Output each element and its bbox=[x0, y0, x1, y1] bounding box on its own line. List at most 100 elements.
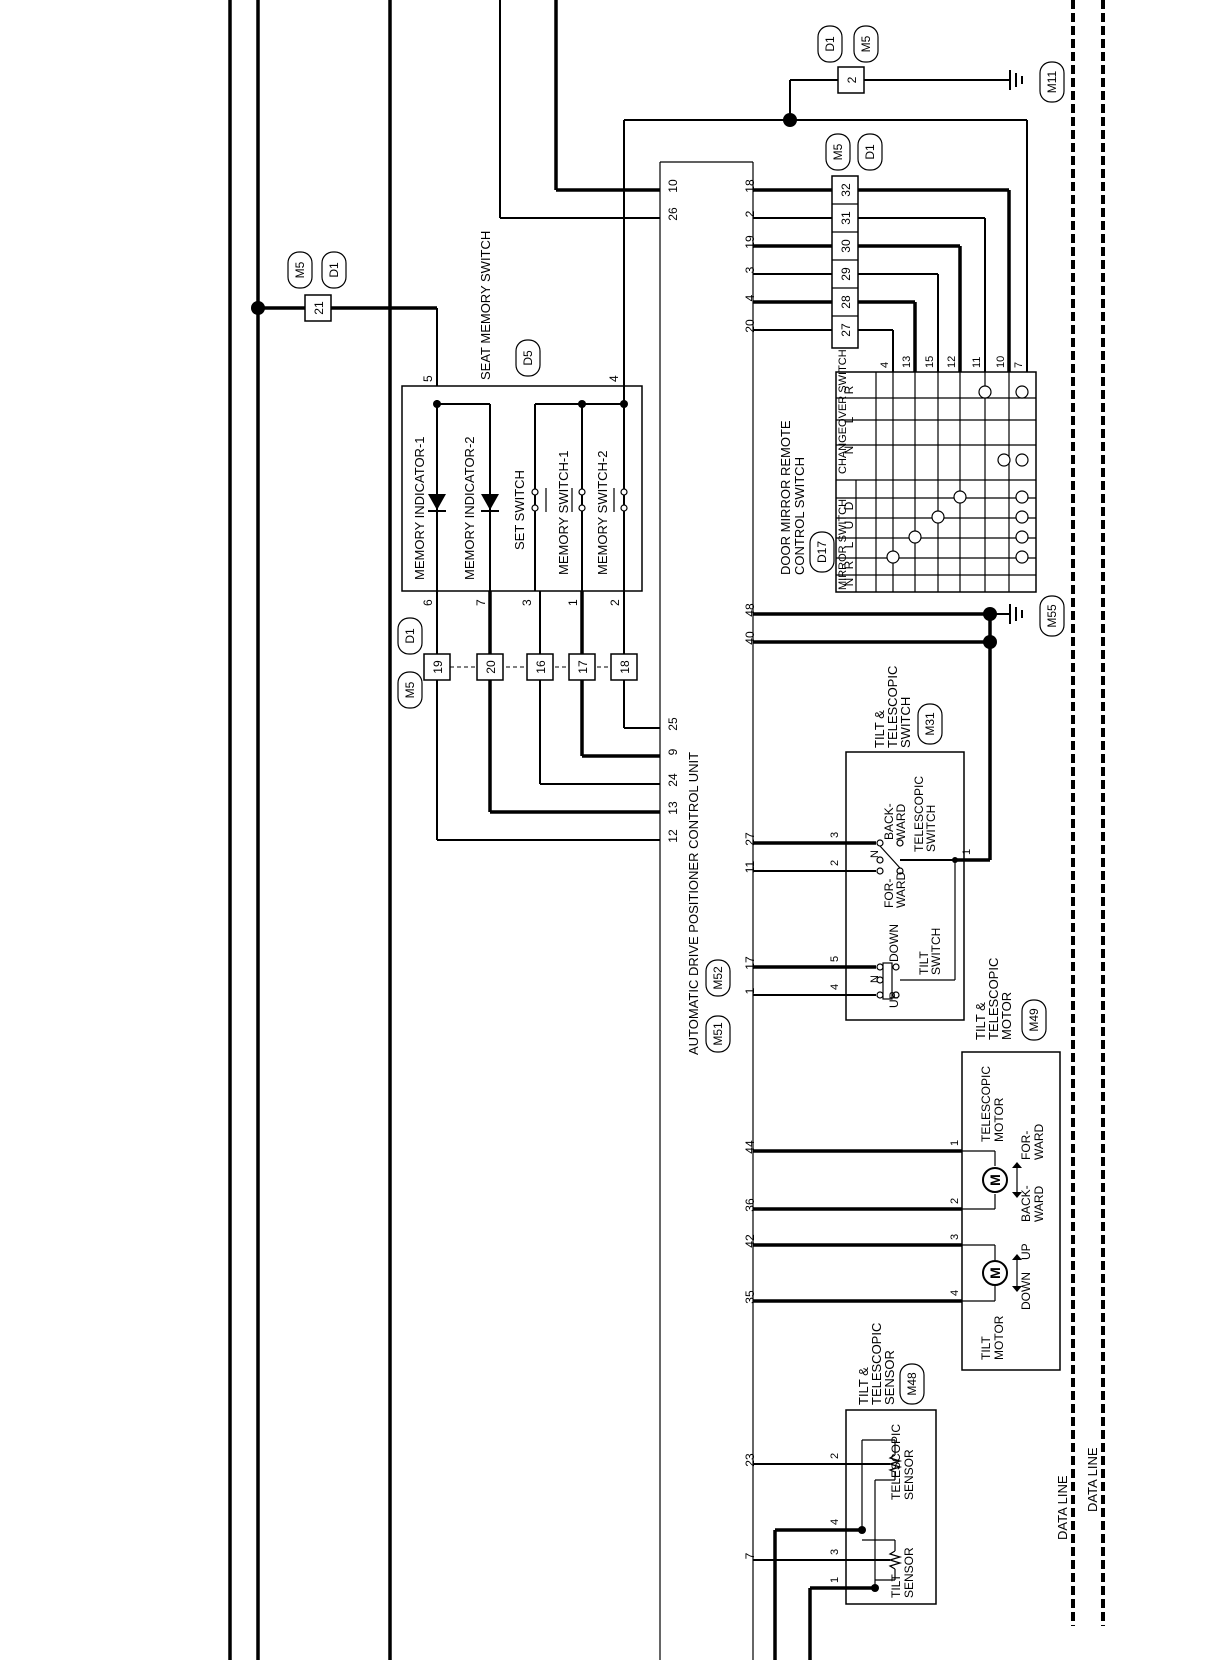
pin-label: 3 bbox=[829, 1549, 841, 1555]
pin-label: 1 bbox=[743, 987, 757, 994]
connector-tag-m52: M52 bbox=[705, 959, 731, 997]
switch-contact-icon bbox=[886, 550, 900, 564]
tilt-tele-sensor-title-3: SENSOR bbox=[882, 1350, 897, 1405]
junction-pin: 18 bbox=[618, 660, 632, 674]
connector-tag-d1-mid: D1 bbox=[397, 617, 423, 655]
junction-pin: 28 bbox=[839, 295, 853, 309]
junction-dot bbox=[433, 400, 441, 408]
junction-box-21 bbox=[304, 294, 332, 322]
pin-label: 4 bbox=[607, 375, 621, 382]
mirror-col-label: R bbox=[842, 560, 856, 569]
mirror-col-label: U bbox=[842, 521, 856, 530]
connector-tag-m5-gnd: M5 bbox=[853, 25, 879, 63]
pin-label: 7 bbox=[474, 599, 488, 606]
tilt-tele-switch-title-2: TELESCOPIC bbox=[885, 666, 900, 748]
connector-tag-m31: M31 bbox=[917, 703, 943, 745]
connector-label: D17 bbox=[815, 541, 829, 563]
pin-label: 3 bbox=[829, 832, 841, 838]
pin-label: 10 bbox=[995, 356, 1007, 368]
pin-label: 5 bbox=[829, 956, 841, 962]
resistor-icon bbox=[887, 1550, 903, 1570]
switch-contact-icon bbox=[978, 385, 992, 399]
connector-tag-d1-gnd: D1 bbox=[817, 25, 843, 63]
pin-label: 3 bbox=[743, 266, 757, 273]
junction-dot bbox=[620, 400, 628, 408]
pin-label: 5 bbox=[421, 375, 435, 382]
pin-label: 2 bbox=[829, 860, 841, 866]
connector-label: D1 bbox=[327, 262, 341, 278]
tilt-tele-motor-title-3: MOTOR bbox=[999, 992, 1014, 1040]
pin-label: 10 bbox=[666, 179, 680, 193]
pin-label: 2 bbox=[949, 1198, 961, 1204]
pin-label: 2 bbox=[743, 210, 757, 217]
junction-box bbox=[476, 653, 504, 681]
pin-label: 12 bbox=[666, 829, 680, 843]
forward-label-2: WARD bbox=[1032, 1123, 1046, 1160]
pin-label: 7 bbox=[743, 1552, 757, 1559]
changeover-col-label: N bbox=[842, 446, 856, 455]
pin-label: 3 bbox=[520, 599, 534, 606]
memory-switch-2-label: MEMORY SWITCH-2 bbox=[595, 451, 610, 575]
forward-label-1: FOR- bbox=[1019, 1131, 1033, 1160]
junction-pin: 16 bbox=[534, 660, 548, 674]
backward-label-1: BACK- bbox=[1019, 1185, 1033, 1222]
tilt-tele-sensor-title-1: TILT & bbox=[856, 1367, 871, 1405]
pin-label: 13 bbox=[666, 801, 680, 815]
tilt-sensor-label-1: TILT bbox=[889, 1574, 903, 1598]
resistor-icon bbox=[887, 1454, 903, 1473]
n-label: N bbox=[869, 850, 881, 858]
connector-label: M5 bbox=[293, 261, 307, 278]
tilt-telescopic-motor: TILT & TELESCOPIC MOTOR M49 1 2 3 4 M M … bbox=[753, 958, 1061, 1371]
pin-label: 3 bbox=[949, 1234, 961, 1240]
connector-label: D1 bbox=[823, 36, 837, 52]
tilt-tele-motor-title-1: TILT & bbox=[973, 1002, 988, 1040]
tilt-tele-switch-box bbox=[845, 751, 965, 1021]
pin-label: 12 bbox=[946, 356, 958, 368]
pin-label: 1 bbox=[566, 599, 580, 606]
telescopic-motor-label-1: TELESCOPIC bbox=[979, 1066, 993, 1142]
door-mirror-title-2: CONTROL SWITCH bbox=[792, 457, 807, 575]
switch-contact-icon bbox=[908, 530, 922, 544]
tilt-switch-label-1: TILT bbox=[917, 951, 931, 975]
connector-label: M5 bbox=[403, 681, 417, 698]
junction-pin-21: 21 bbox=[312, 301, 326, 315]
connector-label: M55 bbox=[1045, 604, 1059, 628]
telescopic-motor-label-2: MOTOR bbox=[992, 1097, 1006, 1142]
connector-tag-m5-top: M5 bbox=[287, 251, 313, 289]
pin-label: 15 bbox=[924, 356, 936, 368]
connector-tag-m48: M48 bbox=[899, 1363, 925, 1405]
tilt-tele-motor-title-2: TELESCOPIC bbox=[986, 958, 1001, 1040]
junction-pin: 30 bbox=[839, 239, 853, 253]
telescopic-sensor-label-2: SENSOR bbox=[902, 1449, 916, 1500]
telescopic-motor-icon bbox=[982, 1167, 1008, 1193]
tilt-motor-label-2: MOTOR bbox=[992, 1315, 1006, 1360]
up-label: UP bbox=[887, 991, 901, 1008]
pin-label: 1 bbox=[949, 1140, 961, 1146]
connector-label: M5 bbox=[831, 143, 845, 160]
door-mirror-switch: M5 D1 32 31 30 29 28 27 4 13 15 12 11 bbox=[753, 133, 1037, 593]
mirror-col-label: L bbox=[842, 541, 856, 548]
junction-box bbox=[610, 653, 638, 681]
connector-tag-d17: D17 bbox=[809, 531, 835, 573]
data-line-label-2: DATA LINE bbox=[1085, 1447, 1100, 1512]
connector-tag-m5-mirror: M5 bbox=[825, 133, 851, 171]
tilt-tele-switch-title-1: TILT & bbox=[872, 710, 887, 748]
junction-pin: 19 bbox=[431, 660, 445, 674]
junction-dot bbox=[578, 400, 586, 408]
connector-label: D5 bbox=[521, 350, 535, 366]
memory-indicator-1-label: MEMORY INDICATOR-1 bbox=[412, 436, 427, 580]
pin-label: 13 bbox=[901, 356, 913, 368]
pin-label: 4 bbox=[829, 1519, 841, 1525]
tilt-telescopic-switch: TILT & TELESCOPIC SWITCH M31 3 2 1 5 4 N bbox=[753, 666, 990, 1021]
motor-symbol: M bbox=[987, 1174, 1003, 1186]
connector-label: M31 bbox=[923, 712, 937, 736]
tilt-motor-icon bbox=[982, 1260, 1008, 1286]
pin-label: 11 bbox=[971, 357, 983, 368]
changeover-col-label: L bbox=[842, 416, 856, 423]
connector-tag-m55: M55 bbox=[1039, 595, 1065, 637]
junction-pin: 27 bbox=[839, 323, 853, 337]
connector-tag-m11: M11 bbox=[1039, 61, 1065, 103]
connector-label: M52 bbox=[711, 966, 725, 990]
connector-tag-m5-mid: M5 bbox=[397, 671, 423, 709]
